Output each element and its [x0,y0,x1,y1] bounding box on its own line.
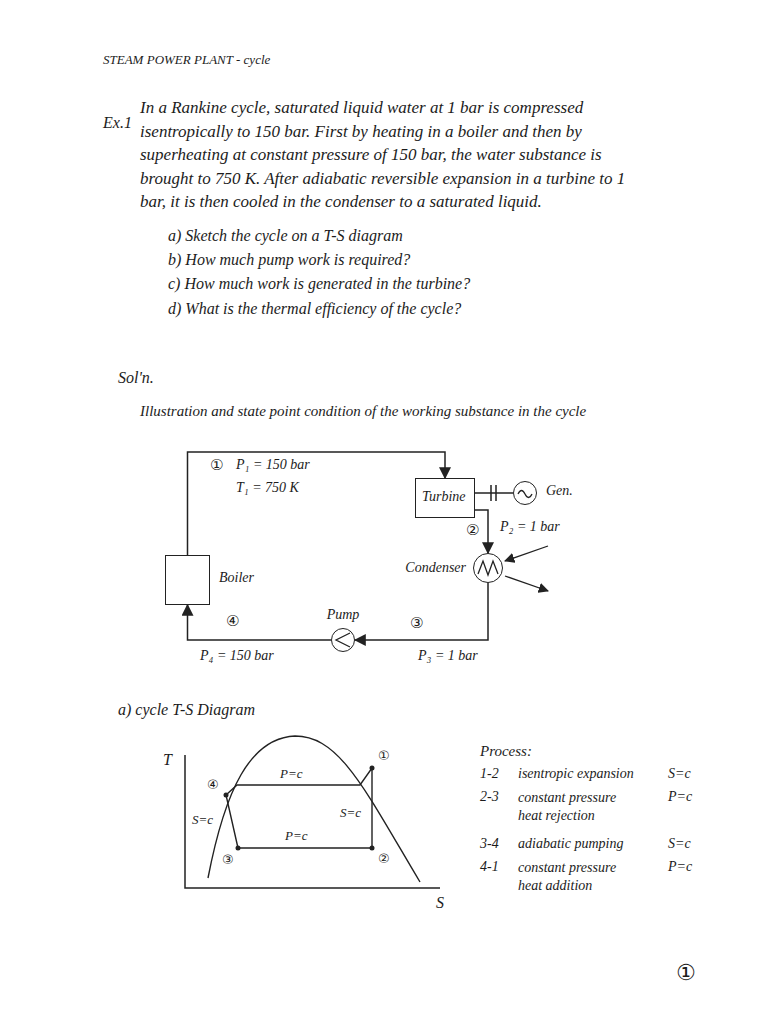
coolant-in [505,546,548,561]
pipe-connector [188,452,446,555]
state-point [224,793,229,798]
process-number: 1-2 [480,766,499,783]
state-point [370,766,375,771]
state-number: ① [378,748,390,764]
condenser-coil [478,561,498,575]
state-number: ① [210,456,223,474]
pipe-connector [355,583,488,640]
turbine-box: Turbine [415,478,475,518]
saturation-dome [208,736,420,882]
boiler-box: Boiler [165,555,210,605]
section-heading: a) cycle T-S Diagram [118,700,255,719]
condenser-circle: Condenser [473,553,503,583]
process-number: 2-3 [480,789,499,806]
component-label: Condenser [405,560,466,577]
axis-label: S [436,893,444,912]
component-label: Turbine [422,489,468,506]
state-condition: T₁ = 750 K [236,480,299,497]
page-number: ① [676,960,696,986]
generator-symbol [518,491,532,498]
section-heading: Illustration and state point condition o… [140,402,586,420]
process-condition: P=c [668,789,692,806]
solution-heading: Sol'n. [118,368,154,387]
component-label: Pump [327,607,360,624]
process-condition: S=c [668,766,691,783]
problem-text: In a Rankine cycle, saturated liquid wat… [140,96,645,214]
generator-circle: Gen. [513,481,537,505]
state-number: ③ [410,614,423,632]
state-condition: P₂ = 1 bar [500,519,560,536]
ts-axes [185,755,440,888]
state-condition: P₃ = 1 bar [418,648,478,665]
question: c) How much work is generated in the tur… [168,274,470,293]
curve-label: S=c [192,812,213,828]
process-number: 3-4 [480,836,499,853]
state-number: ③ [222,852,234,868]
state-number: ② [466,521,479,539]
process-description: isentropic expansion [518,766,634,783]
component-label: Gen. [546,483,573,500]
state-point [370,846,375,851]
question: d) What is the thermal efficiency of the… [168,299,461,318]
question: a) Sketch the cycle on a T-S diagram [168,226,403,245]
process-number: 4-1 [480,859,499,876]
state-number: ④ [226,612,239,630]
pipe-connector [475,492,513,494]
question: b) How much pump work is required? [168,250,410,269]
process-description: constant pressure heat rejection [518,789,638,825]
pump-symbol [336,633,350,647]
curve-label: S=c [340,805,361,821]
axis-label: T [163,750,172,769]
state-condition: P₄ = 150 bar [200,648,274,665]
component-label: Boiler [219,570,254,587]
curve-label: P=c [280,766,302,782]
state-condition: P₁ = 150 bar [236,457,310,474]
coolant-out [505,576,548,591]
state-number: ④ [207,777,219,793]
process-condition: P=c [668,859,692,876]
process-description: adiabatic pumping [518,836,623,853]
process-condition: S=c [668,836,691,853]
process-description: constant pressure heat addition [518,859,638,895]
page-header: STEAM POWER PLANT - cycle [103,52,270,68]
state-number: ② [378,851,390,867]
example-number: Ex.1 [103,113,132,132]
curve-label: P=c [285,828,307,844]
state-point [236,846,241,851]
pipe-connector [188,605,332,640]
pump-circle: Pump [331,628,355,652]
process-heading: Process: [480,742,532,760]
